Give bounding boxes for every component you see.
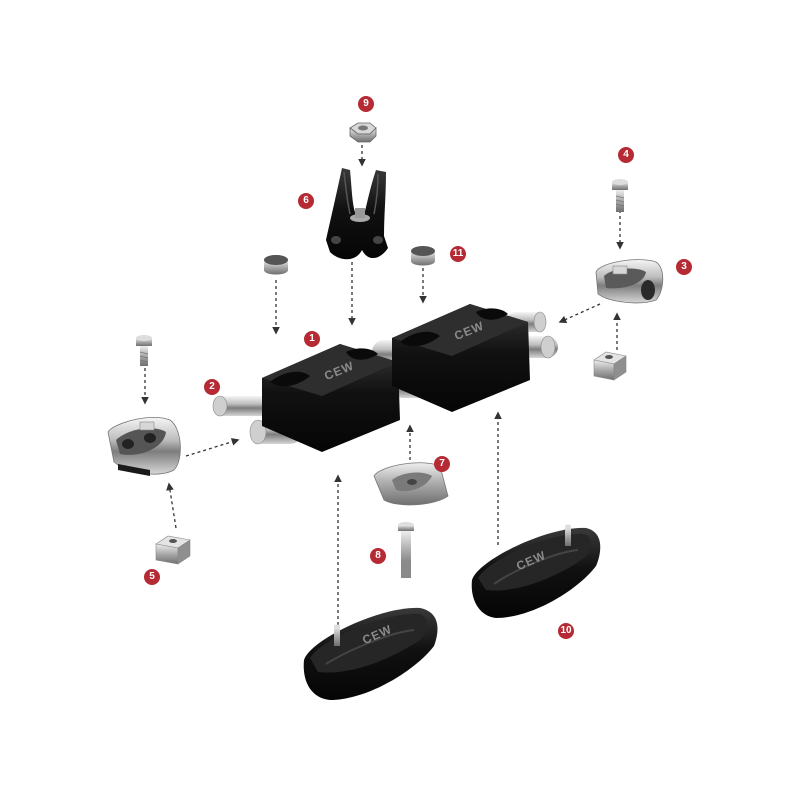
callout-11: 11 xyxy=(450,246,466,262)
callout-9: 9 xyxy=(358,96,374,112)
callout-7: 7 xyxy=(434,456,450,472)
part-7-saddle-clip xyxy=(373,462,449,506)
callout-10: 10 xyxy=(558,623,574,639)
callout-6: 6 xyxy=(298,193,314,209)
part-11-rubber-cap xyxy=(411,246,435,266)
part-9-hex-nut xyxy=(349,122,377,143)
rubber-cap-left xyxy=(264,255,288,275)
callout-1: 1 xyxy=(304,331,320,347)
callout-8: 8 xyxy=(370,548,386,564)
part-1-hinge-body: CEW CEW xyxy=(212,304,558,452)
part-6-horn-bracket xyxy=(326,168,388,260)
callout-5: 5 xyxy=(144,569,160,585)
part-4-bolt xyxy=(612,179,628,212)
part-5-square-nut xyxy=(155,535,191,565)
callout-2: 2 xyxy=(204,379,220,395)
bolt-left xyxy=(136,335,152,366)
square-nut-right xyxy=(593,351,627,381)
part-3-end-clamp xyxy=(595,259,664,304)
foot-front: CEW xyxy=(303,607,438,700)
part-10-foot-rear: CEW xyxy=(471,524,601,618)
part-8-pin xyxy=(398,522,414,578)
left-end-clamp xyxy=(107,416,181,476)
callout-3: 3 xyxy=(676,259,692,275)
callout-4: 4 xyxy=(618,147,634,163)
assembly-arrows xyxy=(141,127,624,625)
